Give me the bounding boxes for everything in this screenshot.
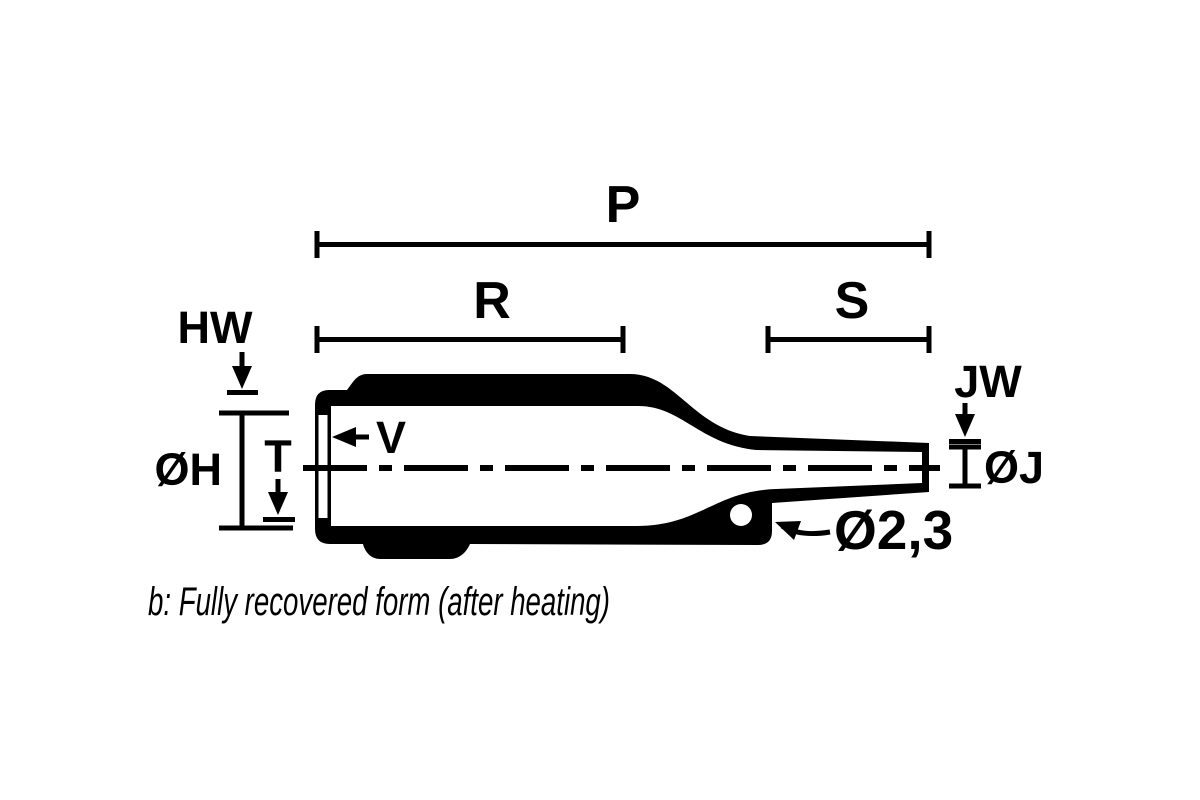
dimension-oj: ØJ (949, 442, 1044, 493)
hole-diameter-label: Ø2,3 (834, 499, 953, 561)
v-label: V (376, 412, 406, 463)
figure-caption: b: Fully recovered form (after heating) (148, 580, 610, 624)
flange-hole (730, 504, 752, 526)
dimension-jw: JW (949, 356, 1022, 444)
hw-label: HW (178, 302, 253, 353)
dimension-p: P (314, 176, 932, 258)
callout-v: V (332, 412, 406, 463)
callout-hole-diameter: Ø2,3 (775, 499, 953, 561)
p-label: P (606, 176, 641, 234)
dimension-s: S (765, 272, 932, 353)
jw-arrow-down-icon (955, 414, 975, 437)
v-arrow-left-icon (332, 427, 356, 447)
dimension-t: T (263, 431, 295, 522)
dimension-r: R (314, 272, 626, 353)
r-label: R (473, 272, 511, 330)
s-label: S (835, 272, 870, 330)
t-arrow-down-icon (268, 492, 288, 515)
dimension-oh: ØH (155, 410, 293, 531)
hw-arrow-down-icon (232, 366, 252, 389)
t-label: T (264, 431, 292, 482)
jw-label: JW (954, 356, 1022, 407)
oh-label: ØH (155, 444, 223, 495)
dimension-hw: HW (178, 302, 258, 395)
oj-label: ØJ (984, 442, 1044, 493)
hole-arrow-left-icon (775, 521, 801, 540)
